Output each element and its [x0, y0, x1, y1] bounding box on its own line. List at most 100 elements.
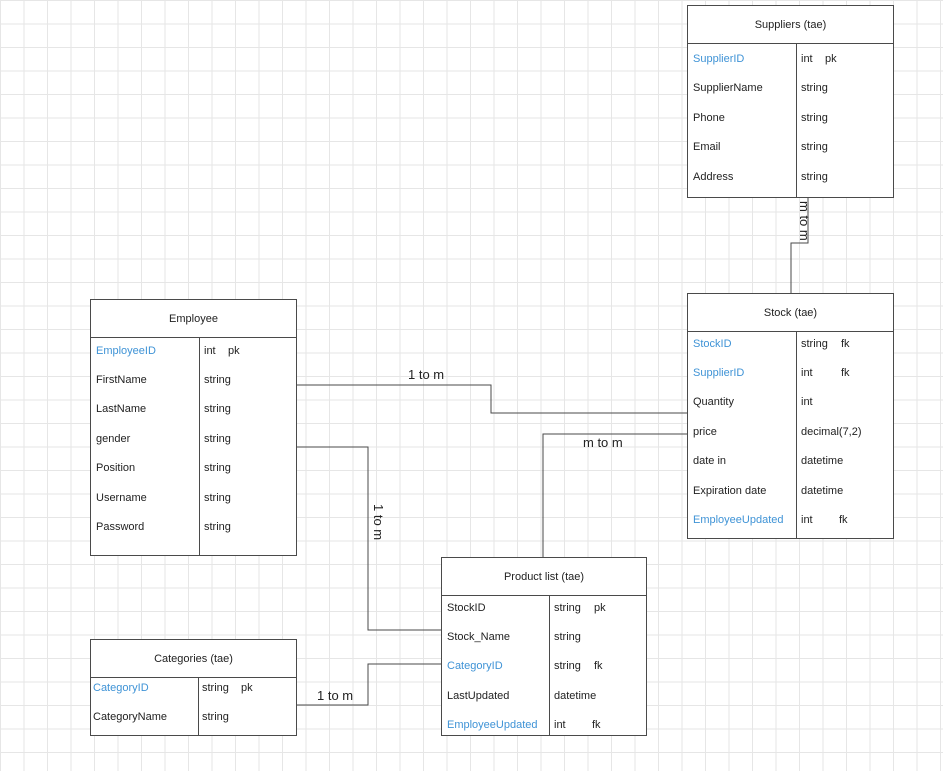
- field-type: datetime: [801, 485, 844, 497]
- field-name: CategoryID: [93, 682, 149, 694]
- field-name: Address: [693, 171, 734, 183]
- field-name: Phone: [693, 112, 725, 124]
- field-row[interactable]: EmployeeUpdated int fk: [442, 715, 646, 735]
- field-name: Stock_Name: [447, 631, 510, 643]
- connector-stock-product: [542, 433, 687, 557]
- field-name: EmployeeID: [96, 345, 156, 357]
- field-row[interactable]: EmployeeUpdated int fk: [688, 510, 893, 530]
- rel-label-stock-product: m to m: [583, 435, 623, 450]
- field-row[interactable]: StockID string fk: [688, 334, 893, 354]
- field-type: int: [204, 345, 216, 357]
- field-row[interactable]: Expiration date datetime: [688, 481, 893, 501]
- field-type: string: [554, 602, 581, 614]
- field-type: int: [801, 367, 813, 379]
- field-name: SupplierID: [693, 53, 745, 65]
- field-type: string: [801, 338, 828, 350]
- field-name: EmployeeUpdated: [447, 719, 538, 731]
- field-row[interactable]: Username string: [91, 488, 296, 508]
- field-key: pk: [228, 345, 240, 357]
- entity-title: Suppliers (tae): [688, 6, 893, 44]
- field-type: datetime: [801, 455, 844, 467]
- entity-stock[interactable]: Stock (tae) StockID string fk SupplierID…: [687, 293, 894, 539]
- field-type: string: [204, 374, 231, 386]
- field-row[interactable]: Address string: [688, 167, 893, 187]
- field-type: string: [801, 82, 828, 94]
- field-row[interactable]: CategoryID string fk: [442, 656, 646, 676]
- field-type: int: [554, 719, 566, 731]
- field-name: Username: [96, 492, 147, 504]
- field-name: StockID: [693, 338, 732, 350]
- connector-suppliers-stock: [790, 197, 809, 293]
- field-type: string: [204, 521, 231, 533]
- field-row[interactable]: SupplierID int fk: [688, 363, 893, 383]
- field-type: string: [801, 112, 828, 124]
- field-row[interactable]: Quantity int: [688, 392, 893, 412]
- field-name: Expiration date: [693, 485, 767, 497]
- field-row[interactable]: LastName string: [91, 399, 296, 419]
- field-name: FirstName: [96, 374, 147, 386]
- field-type: int: [801, 53, 813, 65]
- field-type: int: [801, 396, 813, 408]
- field-row[interactable]: price decimal(7,2): [688, 422, 893, 442]
- field-name: StockID: [447, 602, 486, 614]
- field-key: fk: [594, 660, 603, 672]
- field-row[interactable]: SupplierName string: [688, 78, 893, 98]
- field-type: string: [204, 462, 231, 474]
- field-type: string: [554, 660, 581, 672]
- field-type: string: [202, 682, 229, 694]
- field-key: fk: [841, 367, 850, 379]
- rel-label-employee-stock: 1 to m: [408, 367, 445, 382]
- field-row[interactable]: Position string: [91, 458, 296, 478]
- field-name: SupplierID: [693, 367, 745, 379]
- entity-suppliers[interactable]: Suppliers (tae) SupplierID int pk Suppli…: [687, 5, 894, 198]
- field-row[interactable]: StockID string pk: [442, 598, 646, 618]
- connector-categories-product: [296, 663, 441, 706]
- field-row[interactable]: LastUpdated datetime: [442, 686, 646, 706]
- field-row[interactable]: Stock_Name string: [442, 627, 646, 647]
- field-type: string: [202, 711, 229, 723]
- connector-employee-stock: [296, 384, 687, 414]
- field-key: fk: [592, 719, 601, 731]
- field-row[interactable]: EmployeeID int pk: [91, 341, 296, 361]
- rel-label-employee-product: 1 to m: [371, 504, 386, 541]
- field-row[interactable]: FirstName string: [91, 370, 296, 390]
- field-name: gender: [96, 433, 131, 445]
- field-row[interactable]: CategoryName string: [91, 707, 296, 727]
- entity-product-list[interactable]: Product list (tae) StockID string pk Sto…: [441, 557, 647, 736]
- field-row[interactable]: Password string: [91, 517, 296, 537]
- field-row[interactable]: gender string: [91, 429, 296, 449]
- field-name: CategoryName: [93, 711, 167, 723]
- field-name: LastUpdated: [447, 690, 510, 702]
- column-divider: [796, 332, 797, 538]
- field-key: pk: [241, 682, 253, 694]
- field-name: LastName: [96, 403, 147, 415]
- entity-categories[interactable]: Categories (tae) CategoryID string pk Ca…: [90, 639, 297, 736]
- entity-title: Employee: [91, 300, 296, 338]
- connector-employee-product: [296, 446, 441, 631]
- field-row[interactable]: Email string: [688, 137, 893, 157]
- field-type: int: [801, 514, 813, 526]
- field-row[interactable]: CategoryID string pk: [91, 678, 296, 698]
- entity-title: Product list (tae): [442, 558, 646, 596]
- field-row[interactable]: SupplierID int pk: [688, 49, 893, 69]
- entity-employee[interactable]: Employee EmployeeID int pk FirstName str…: [90, 299, 297, 556]
- column-divider: [796, 44, 797, 197]
- field-type: decimal(7,2): [801, 426, 862, 438]
- field-type: string: [204, 403, 231, 415]
- field-type: string: [204, 433, 231, 445]
- field-name: price: [693, 426, 717, 438]
- field-key: pk: [825, 53, 837, 65]
- field-type: string: [801, 141, 828, 153]
- field-name: date in: [693, 455, 727, 467]
- column-divider: [198, 678, 199, 735]
- field-name: Email: [693, 141, 721, 153]
- field-type: string: [801, 171, 828, 183]
- field-row[interactable]: date in datetime: [688, 451, 893, 471]
- field-row[interactable]: Phone string: [688, 108, 893, 128]
- field-name: CategoryID: [447, 660, 503, 672]
- field-type: string: [204, 492, 231, 504]
- column-divider: [199, 338, 200, 555]
- field-key: fk: [839, 514, 848, 526]
